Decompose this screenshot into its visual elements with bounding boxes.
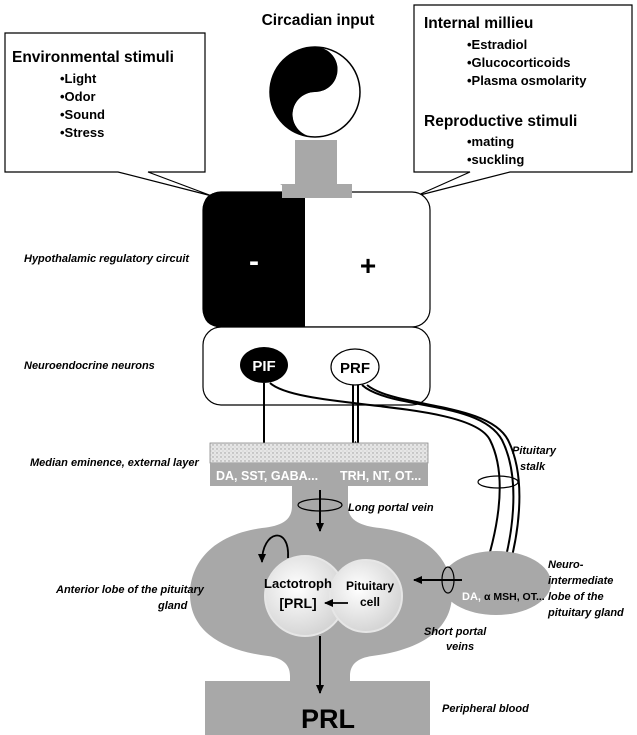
anterior-lobe-label-2: gland — [157, 600, 188, 612]
median-eminence-band — [210, 463, 428, 486]
internal-item: •Estradiol — [467, 37, 527, 52]
lactotroph-label: Lactotroph — [264, 576, 332, 591]
prf-label: PRF — [340, 360, 370, 377]
stimulatory-factors: TRH, NT, OT... — [340, 469, 421, 483]
pituitary-cell-label-2: cell — [360, 595, 380, 609]
short-portal-ring — [441, 566, 455, 594]
pituitary-cell-label: Pituitary — [346, 579, 394, 593]
circadian-input-title: Circadian input — [262, 12, 375, 29]
neuro-lobe-label-2: intermediate — [548, 575, 613, 587]
inhibitory-sign: - — [249, 245, 259, 278]
long-portal-ring — [297, 498, 343, 512]
reproductive-item: •suckling — [467, 152, 524, 167]
prl-output: PRL — [301, 704, 355, 734]
neuro-lobe-label-3: lobe of the — [548, 591, 604, 603]
internal-millieu-box: Internal millieu •Estradiol •Glucocortic… — [413, 4, 633, 197]
environmental-stimuli-box: Environmental stimuli •Light •Odor •Soun… — [4, 32, 213, 197]
anterior-lobe-label: Anterior lobe of the pituitary — [55, 584, 205, 596]
environmental-item: •Stress — [60, 125, 104, 140]
short-portal-label: Short portal — [424, 626, 487, 638]
neuroendocrine-box — [202, 326, 431, 406]
neuro-lobe-label-4: pituitary gland — [547, 607, 624, 619]
pituitary-stalk-label: Pituitary — [512, 445, 557, 457]
internal-item: •Plasma osmolarity — [467, 73, 587, 88]
internal-millieu-title: Internal millieu — [424, 15, 533, 32]
internal-item: •Glucocorticoids — [467, 55, 571, 70]
neuro-lobe-label: Neuro- — [548, 559, 584, 571]
neuroendocrine-label: Neuroendocrine neurons — [24, 360, 155, 372]
environmental-stimuli-title: Environmental stimuli — [12, 49, 174, 66]
pituitary-cell — [329, 559, 403, 633]
autocrine-loop — [258, 534, 289, 563]
environmental-item: •Light — [60, 71, 97, 86]
stimulatory-sign: + — [360, 250, 376, 281]
prl-bracket-label: [PRL] — [279, 595, 316, 611]
prf-neuron — [330, 348, 380, 386]
pituitary-stalk-label-2: stalk — [520, 461, 546, 473]
pif-label: PIF — [252, 358, 275, 375]
hypothalamic-circuit-label: Hypothalamic regulatory circuit — [24, 253, 190, 265]
hypothalamic-circuit: - + — [202, 184, 431, 328]
median-eminence-label: Median eminence, external layer — [30, 457, 199, 469]
axon-lines — [263, 382, 521, 579]
intermediate-da: DA, — [462, 591, 481, 603]
reproductive-item: •mating — [467, 134, 514, 149]
pif-neuron — [240, 347, 288, 383]
peripheral-blood-label: Peripheral blood — [442, 703, 529, 715]
yin-yang-icon — [269, 46, 361, 138]
intermediate-msh: α MSH, OT... — [484, 591, 545, 603]
environmental-item: •Sound — [60, 107, 105, 122]
stalk-ring — [477, 475, 519, 489]
inhibitory-factors: DA, SST, GABA... — [216, 469, 318, 483]
short-portal-label-2: veins — [446, 641, 474, 653]
reproductive-stimuli-title: Reproductive stimuli — [424, 113, 577, 130]
median-eminence-layer — [209, 442, 429, 464]
long-portal-label: Long portal vein — [348, 502, 434, 514]
environmental-item: •Odor — [60, 89, 96, 104]
